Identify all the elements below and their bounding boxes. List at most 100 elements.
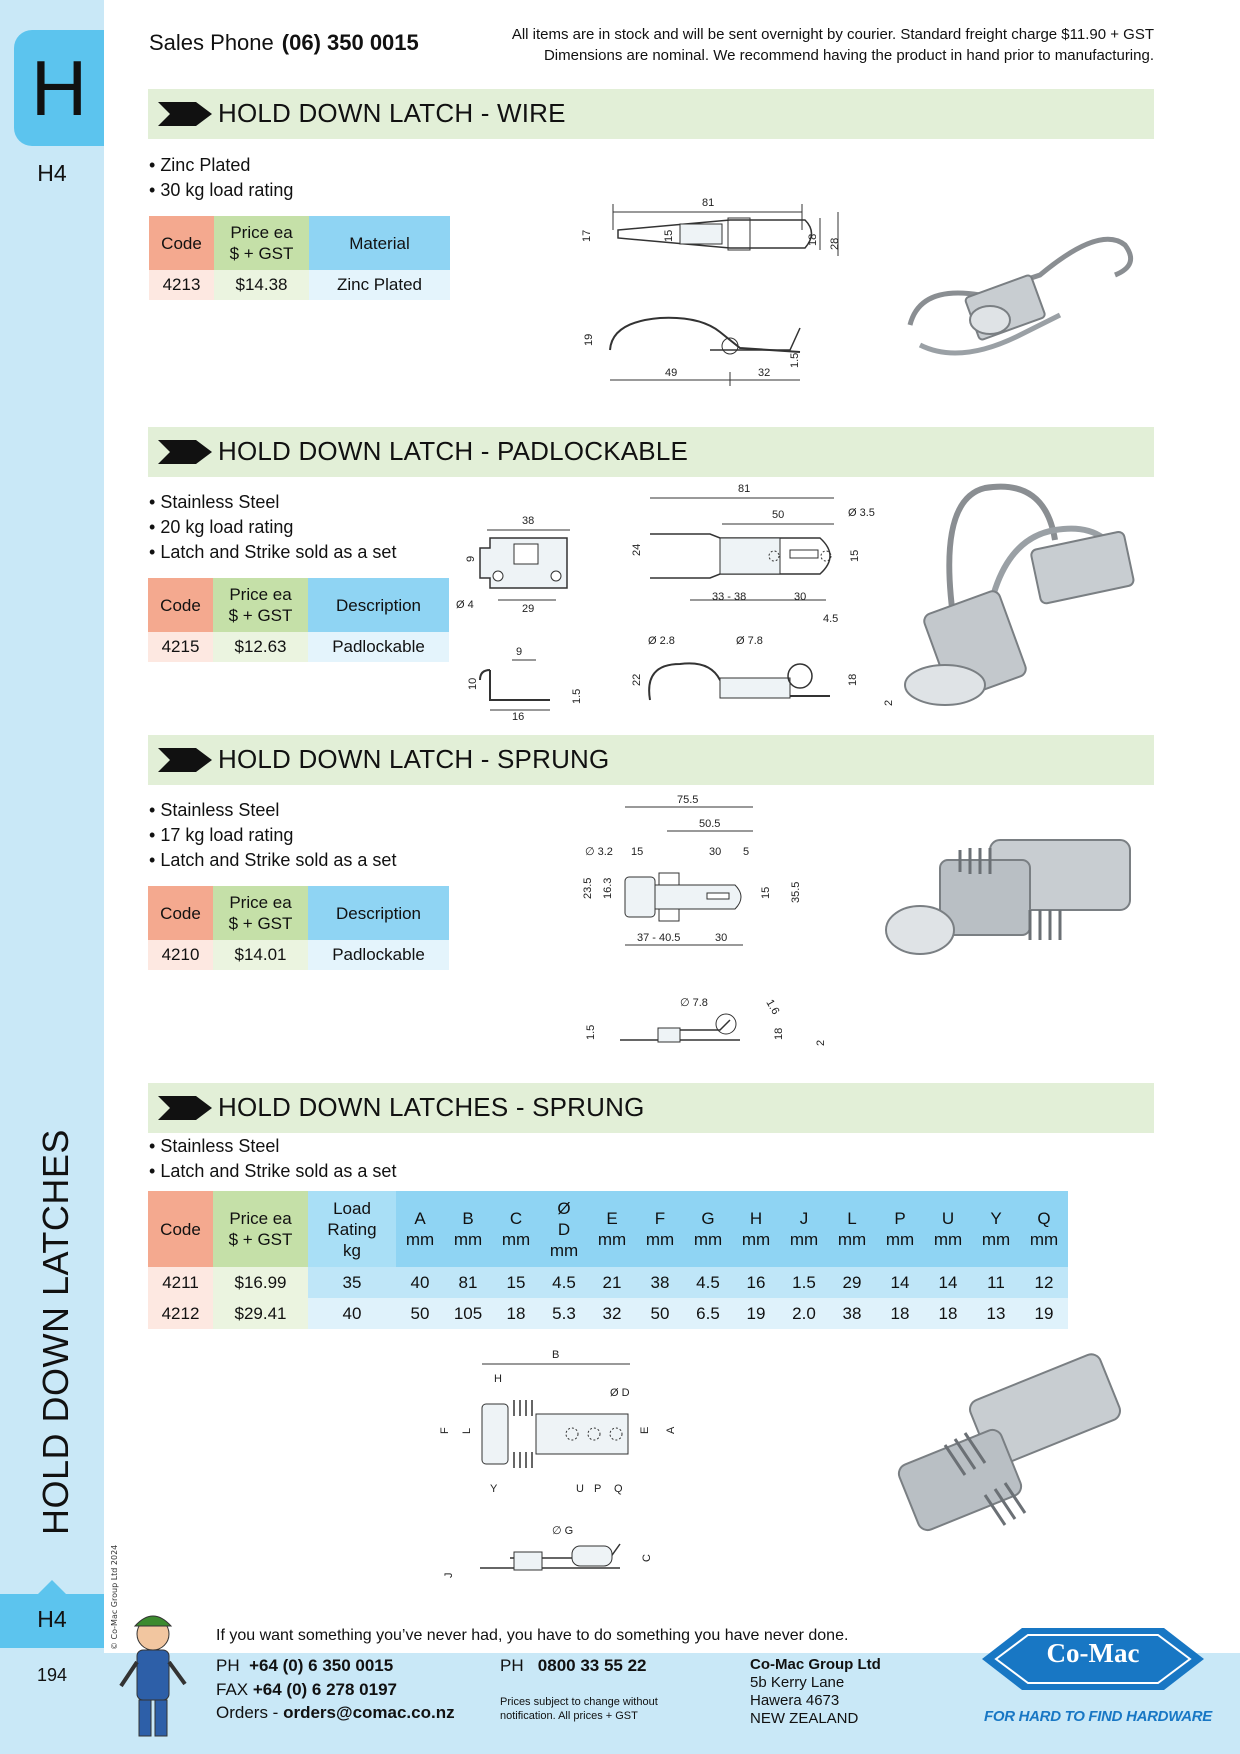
- table-header: B mm: [444, 1191, 492, 1267]
- col-code: Code: [148, 886, 213, 940]
- dim-label: Q: [614, 1483, 623, 1495]
- arrow-icon: [158, 748, 212, 772]
- dim-label: 1.6: [763, 998, 781, 1017]
- footer-address: Co-Mac Group Ltd 5b Kerry Lane Hawera 46…: [750, 1656, 881, 1728]
- dim-label: 37 - 40.5: [637, 932, 680, 944]
- section-banner-wire: HOLD DOWN LATCH - WIRE: [148, 89, 1154, 139]
- table-header: F mm: [636, 1191, 684, 1267]
- section-banner-padlockable: HOLD DOWN LATCH - PADLOCKABLE: [148, 427, 1154, 477]
- dim-label: 16: [512, 711, 524, 723]
- footer-freephone-number[interactable]: 0800 33 55 22: [537, 1656, 647, 1675]
- table-cell: 13: [972, 1298, 1020, 1329]
- footer-phone: PH +64 (0) 6 350 0015: [216, 1656, 393, 1676]
- footer-orders-email[interactable]: orders@comac.co.nz: [283, 1703, 455, 1722]
- address-line-3: NEW ZEALAND: [750, 1710, 859, 1727]
- wire-latch-side-diagram: 19 49 32 1.5: [583, 316, 801, 386]
- table-cell: 29: [828, 1267, 876, 1298]
- col-description: Description: [308, 886, 449, 940]
- dim-label: 29: [522, 603, 534, 615]
- table-header: Q mm: [1020, 1191, 1068, 1267]
- dim-label: Ø 3.5: [848, 507, 875, 519]
- dim-label: 2: [815, 1040, 827, 1046]
- table-header: C mm: [492, 1191, 540, 1267]
- table-header: P mm: [876, 1191, 924, 1267]
- footer-price-note: Prices subject to change without notific…: [500, 1696, 658, 1722]
- dim-label: 15: [631, 846, 643, 858]
- dim-label: ∅ 3.2: [585, 846, 613, 858]
- wire-latch-product-image: [907, 236, 1134, 356]
- table-cell: 14: [924, 1267, 972, 1298]
- table-header: Ø D mm: [540, 1191, 588, 1267]
- dim-label: 33 - 38: [712, 591, 746, 603]
- dim-label: 15: [663, 230, 675, 242]
- table-cell: 15: [492, 1267, 540, 1298]
- feature-item: 20 kg load rating: [149, 515, 396, 540]
- table-header: G mm: [684, 1191, 732, 1267]
- table-cell: $29.41: [213, 1298, 308, 1329]
- table-cell: 19: [732, 1298, 780, 1329]
- padlock-latch-top-diagram: 81 50 Ø 3.5 24 15 33 - 38 30 4.5: [631, 483, 875, 625]
- feature-item: Stainless Steel: [149, 1134, 396, 1159]
- dim-label: 50: [772, 509, 784, 521]
- sales-phone: Sales Phone(06) 350 0015: [149, 30, 419, 56]
- dim-label: 19: [583, 334, 595, 346]
- table-cell: 16: [732, 1267, 780, 1298]
- latches-sprung-product-image: [897, 1353, 1121, 1532]
- table-header: Price ea $ + GST: [213, 1191, 308, 1267]
- cell-price: $12.63: [213, 632, 308, 662]
- dim-label: 18: [847, 674, 859, 686]
- arrow-icon: [158, 1096, 212, 1120]
- feature-item: Latch and Strike sold as a set: [149, 848, 396, 873]
- section-title: HOLD DOWN LATCH - WIRE: [218, 98, 566, 128]
- strike-plate-side-diagram: 9 10 16 1.5: [467, 646, 583, 723]
- wire-latch-top-diagram: 81 17 15 18 28: [581, 197, 841, 256]
- dim-label: 75.5: [677, 794, 698, 806]
- product-table-padlockable: Code Price ea $ + GST Description 4215 $…: [148, 578, 449, 662]
- dim-label: A: [665, 1426, 677, 1434]
- footer-phone-number[interactable]: +64 (0) 6 350 0015: [249, 1656, 394, 1675]
- dim-label: 18: [807, 234, 819, 246]
- page-number: 194: [36, 1665, 68, 1685]
- feature-item: Stainless Steel: [149, 490, 396, 515]
- vertical-section-title: HOLD DOWN LATCHES: [35, 1129, 76, 1535]
- table-cell: 50: [396, 1298, 444, 1329]
- col-price: Price ea $ + GST: [214, 216, 309, 270]
- table-header: Code: [148, 1191, 213, 1267]
- dim-label: C: [641, 1554, 653, 1562]
- dim-label: Y: [490, 1483, 498, 1495]
- dim-label: 16.3: [602, 878, 614, 899]
- cell-code: 4210: [148, 940, 213, 970]
- arrow-icon: [158, 440, 212, 464]
- sales-phone-number: (06) 350 0015: [281, 30, 419, 55]
- dim-label: 81: [738, 483, 750, 495]
- table-cell: 105: [444, 1298, 492, 1329]
- col-material: Material: [309, 216, 450, 270]
- dim-label: 4.5: [823, 613, 838, 625]
- dim-label: 49: [665, 367, 677, 379]
- feature-list: Stainless Steel 20 kg load rating Latch …: [149, 490, 396, 565]
- dim-label: 35.5: [790, 882, 802, 903]
- dim-label: 50.5: [699, 818, 720, 830]
- cell-code: 4213: [149, 270, 214, 300]
- section-title: HOLD DOWN LATCHES - SPRUNG: [218, 1092, 645, 1122]
- cell-material: Zinc Plated: [309, 270, 450, 300]
- mascot-image: [119, 1615, 187, 1737]
- table-header: A mm: [396, 1191, 444, 1267]
- section-code-tab: [0, 1580, 104, 1648]
- sprung-latch-product-image: [885, 839, 1131, 955]
- dim-label: Ø 2.8: [648, 635, 675, 647]
- table-cell: 21: [588, 1267, 636, 1298]
- col-code: Code: [149, 216, 214, 270]
- dim-label: 24: [631, 544, 643, 556]
- product-table-wire: Code Price ea $ + GST Material 4213 $14.…: [149, 216, 450, 300]
- cell-code: 4215: [148, 632, 213, 662]
- dim-label: 32: [758, 367, 770, 379]
- sprung-latch-top-diagram: 75.5 50.5 ∅ 3.2 15 30 5 23.5 16.3 15 35.…: [582, 794, 802, 946]
- section-letter: H: [30, 44, 88, 132]
- notice-line-2: Dimensions are nominal. We recommend hav…: [543, 47, 1154, 64]
- table-cell: 32: [588, 1298, 636, 1329]
- dim-label: Ø 7.8: [736, 635, 763, 647]
- dim-label: E: [639, 1427, 651, 1434]
